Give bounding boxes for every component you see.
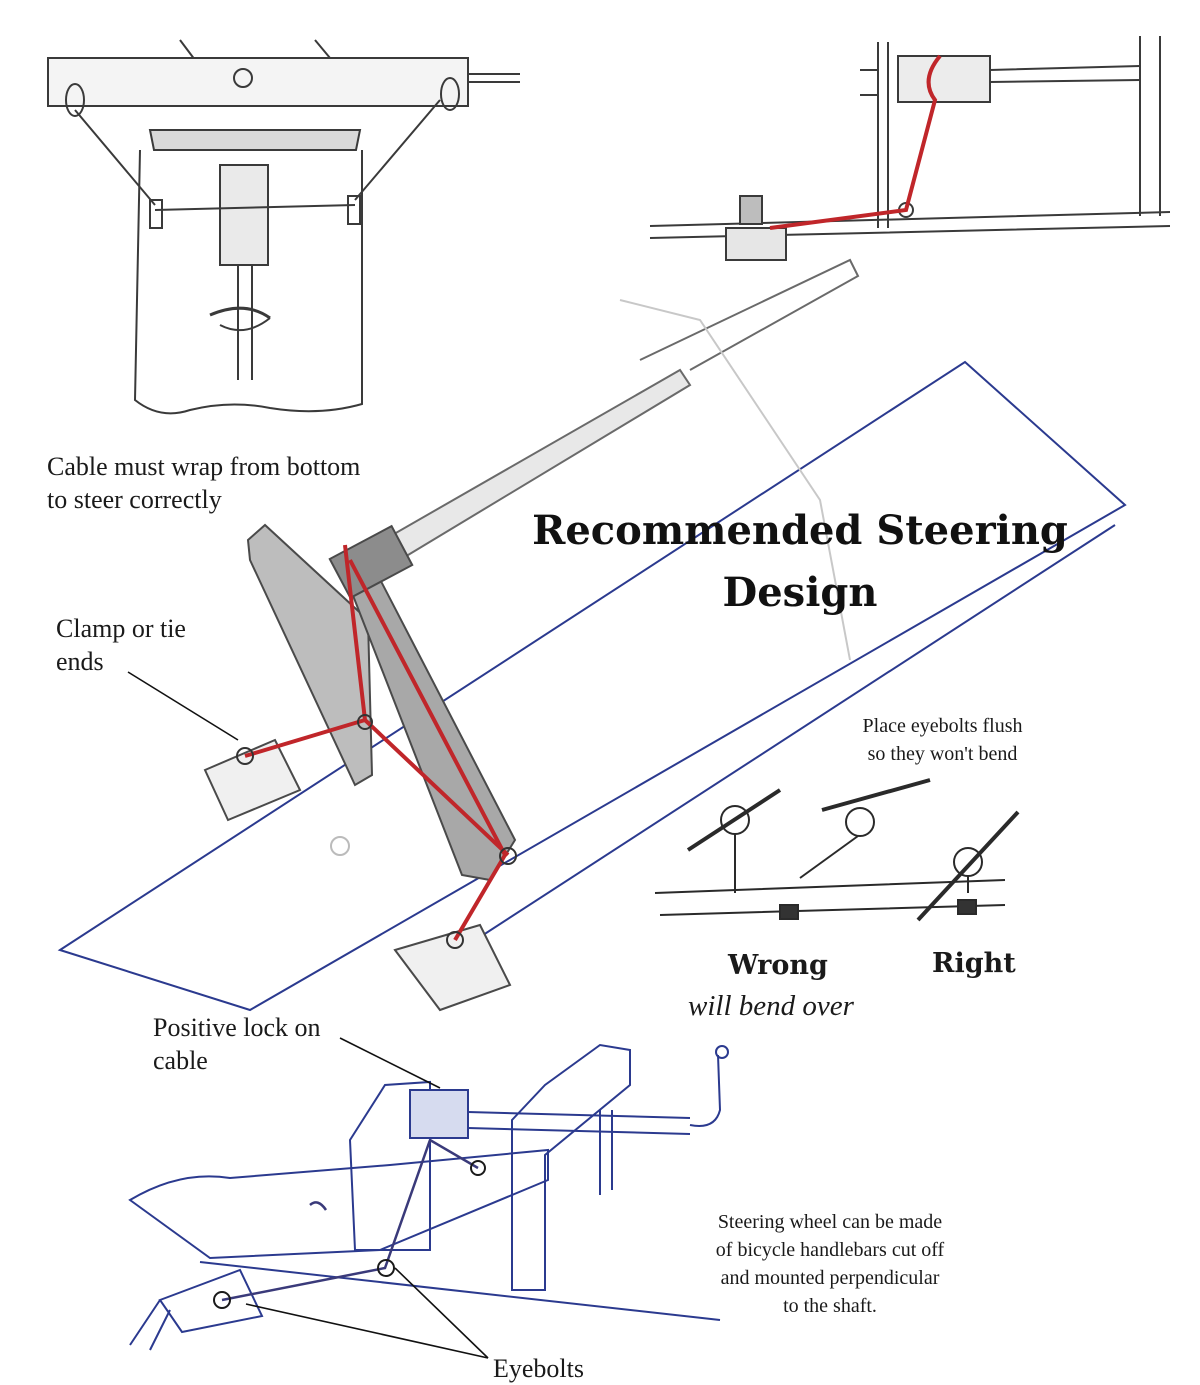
steering-wheel-note: Steering wheel can be made of bicycle ha…: [690, 1208, 970, 1320]
steering-wheel-line-4: to the shaft.: [783, 1295, 877, 1317]
wrong-label: Wrong: [728, 950, 828, 981]
right-label: Right: [932, 948, 1016, 979]
cable-wrap-note: Cable must wrap from bottom to steer cor…: [47, 450, 360, 516]
clamp-line-1: Clamp or tie: [56, 614, 186, 643]
eyebolt-tip-line-1: Place eyebolts flush: [862, 715, 1023, 737]
positive-lock-line-1: Positive lock on: [153, 1013, 321, 1042]
eyebolts-label: Eyebolts: [493, 1354, 584, 1383]
bottom-cable: [221, 1138, 479, 1302]
positive-lock-note: Positive lock on cable: [153, 1011, 321, 1077]
steering-wheel-line-3: and mounted perpendicular: [720, 1267, 940, 1289]
steering-wheel-line-2: of bicycle handlebars cut off: [715, 1239, 945, 1261]
frame-cable-red: [769, 54, 942, 230]
frame-cable-sketch: [649, 36, 1171, 261]
eyebolt-tip-line-2: so they won't bend: [867, 743, 1018, 765]
bottom-assembly: [128, 1043, 729, 1351]
eyebolt-rings: [236, 714, 517, 949]
clamp-line-2: ends: [56, 647, 104, 676]
board-outline: [57, 360, 1127, 1012]
cable-red-main: [244, 544, 510, 942]
clamp-note: Clamp or tie ends: [56, 612, 186, 678]
cable-wrap-sketch: [47, 39, 520, 415]
eyebolt-detail: [654, 778, 1020, 922]
bottom-eyebolts: [213, 1160, 486, 1309]
title-line-1: Recommended Steering: [532, 507, 1068, 554]
leader-lines: [127, 671, 489, 1359]
plate: [203, 523, 517, 1012]
steering-shaft: [339, 258, 860, 661]
diagram-title: Recommended Steering Design: [520, 500, 1080, 624]
steering-wheel-line-1: Steering wheel can be made: [717, 1211, 943, 1233]
positive-lock-line-2: cable: [153, 1046, 208, 1075]
title-line-2: Design: [722, 569, 878, 616]
eyebolt-tip-note: Place eyebolts flush so they won't bend: [830, 712, 1055, 768]
wrong-subtitle: will bend over: [688, 990, 854, 1022]
cable-wrap-line-1: Cable must wrap from bottom: [47, 452, 361, 481]
cable-wrap-line-2: to steer correctly: [47, 485, 222, 514]
